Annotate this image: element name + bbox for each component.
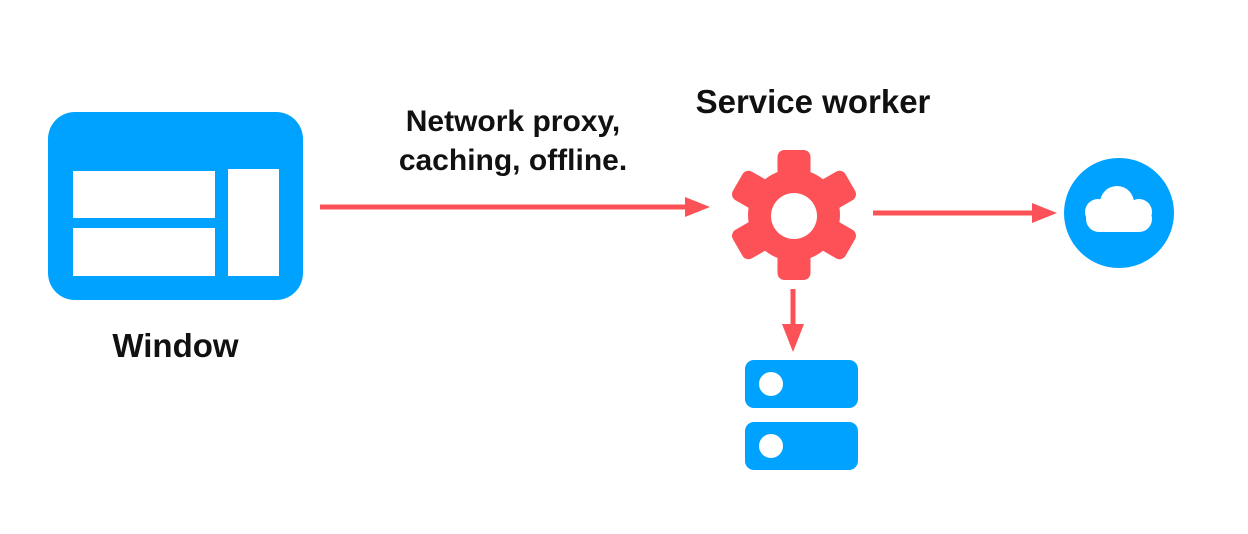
edge-label-network-proxy: Network proxy, caching, offline.	[363, 102, 663, 180]
edge-label-line-1: Network proxy,	[405, 105, 621, 138]
window-node-label: Window	[112, 327, 239, 364]
gear-icon	[732, 150, 856, 280]
arrow-service-worker-to-cloud	[873, 203, 1057, 223]
database-icon	[745, 360, 858, 470]
arrow-service-worker-to-storage	[782, 289, 804, 352]
service-worker-node-label: Service worker	[695, 83, 931, 120]
browser-window-icon	[48, 112, 303, 300]
edge-label-line-2: caching, offline.	[398, 144, 628, 177]
arrow-window-to-service-worker	[320, 197, 710, 217]
cloud-icon	[1064, 158, 1174, 268]
